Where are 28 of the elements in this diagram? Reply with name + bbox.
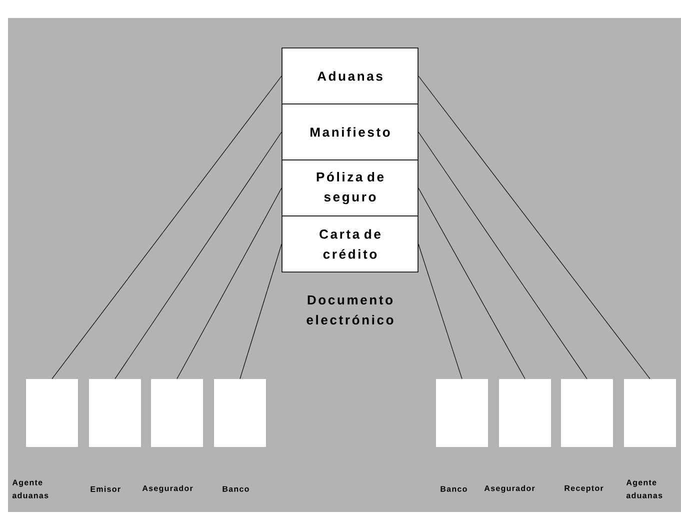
party-box: Banco <box>214 379 266 492</box>
node-label: Asegurador <box>484 485 535 493</box>
node-label: Agente aduanas <box>626 480 662 498</box>
caption: Documento electrónico <box>306 295 394 325</box>
connector-line <box>114 132 282 380</box>
party-box: Agente aduanas <box>624 379 676 498</box>
node-label: Banco <box>222 486 249 492</box>
connector-line <box>418 244 462 380</box>
node-label: Banco <box>440 486 467 492</box>
party-box: Asegurador <box>142 379 203 493</box>
connector-line <box>418 76 650 380</box>
party-box: Emisor <box>89 379 141 492</box>
connector-line <box>240 244 282 380</box>
node-label: Agente aduanas <box>12 480 48 498</box>
connector-line <box>176 188 282 380</box>
node-label: Asegurador <box>142 485 193 493</box>
document-box: Póliza de seguro <box>282 160 418 216</box>
party-box: Receptor <box>561 379 613 493</box>
node-label: Receptor <box>564 485 604 493</box>
document-box: Aduanas <box>282 48 418 104</box>
party-box: Asegurador <box>484 379 551 493</box>
party-box: Agente aduanas <box>12 379 78 498</box>
document-box: Carta de crédito <box>282 216 418 272</box>
connector-line <box>52 76 282 380</box>
document-box: Manifiesto <box>282 104 418 160</box>
connector-line <box>418 132 588 380</box>
node-label: Emisor <box>90 486 120 492</box>
connector-line <box>418 188 526 380</box>
